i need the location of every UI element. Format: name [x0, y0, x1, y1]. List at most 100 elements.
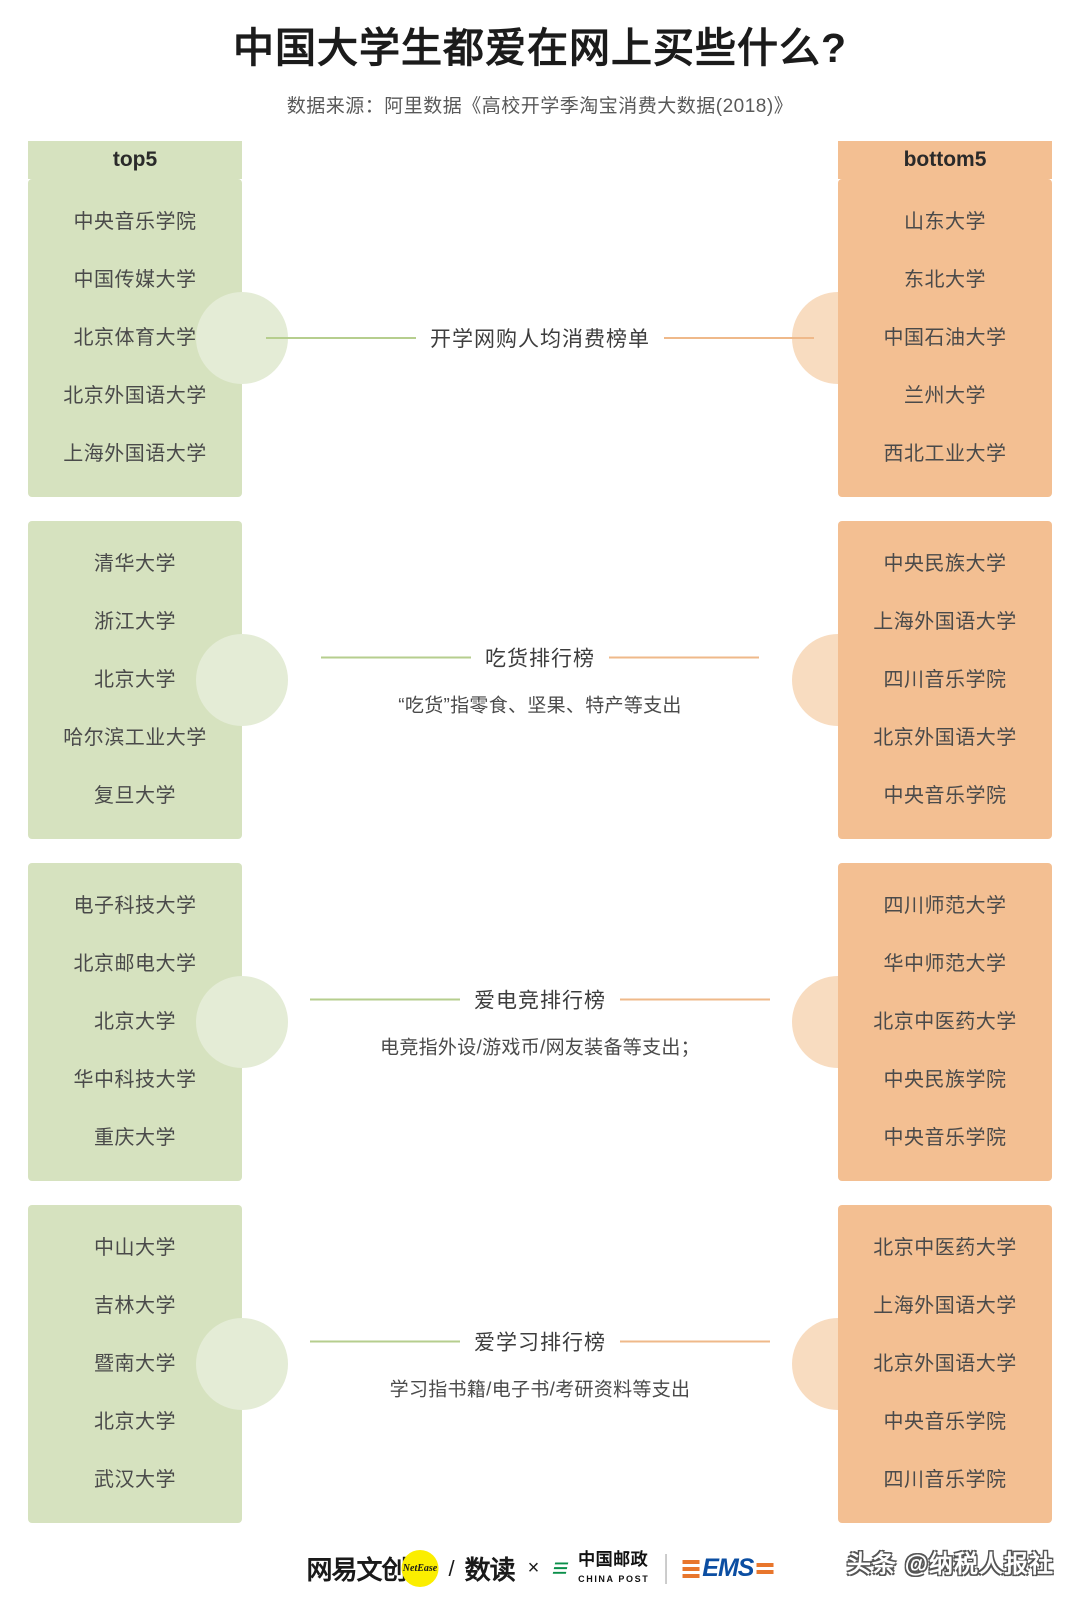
category-block: 吃货排行榜 “吃货”指零食、坚果、特产等支出 [242, 643, 838, 718]
shudu-logo-label: 数读 [464, 1555, 516, 1585]
left-connector-circle [196, 976, 288, 1069]
bottom5-panel: 北京中医药大学上海外国语大学北京外国语大学中央音乐学院四川音乐学院 [838, 1205, 1052, 1524]
category-note: “吃货”指零食、坚果、特产等支出 [398, 695, 682, 717]
category-title: 开学网购人均消费榜单 [430, 328, 650, 352]
school-name: 浙江大学 [94, 611, 176, 634]
school-name: 中山大学 [94, 1237, 176, 1260]
watermark: 头条 @纳税人报社 [846, 1551, 1054, 1578]
school-name: 四川音乐学院 [883, 669, 1007, 692]
school-name: 中国石油大学 [883, 327, 1007, 350]
school-name: 北京外国语大学 [873, 727, 1017, 750]
right-connector-line [609, 656, 759, 659]
school-name: 山东大学 [904, 211, 986, 234]
left-connector-line [310, 1340, 460, 1343]
school-name: 北京外国语大学 [63, 385, 207, 408]
school-name: 北京大学 [94, 669, 176, 692]
ems-logo: EMS [682, 1554, 774, 1583]
china-post-english-label: CHINA POST [578, 1573, 650, 1584]
school-name: 北京中医药大学 [873, 1237, 1017, 1260]
ranking-row: 清华大学浙江大学北京大学哈尔滨工业大学复旦大学 吃货排行榜 “吃货”指零食、坚果… [0, 521, 1080, 840]
ems-label: EMS [702, 1554, 754, 1582]
school-name: 北京大学 [94, 1411, 176, 1434]
school-name: 上海外国语大学 [873, 1295, 1017, 1318]
netease-yellow-dot-icon: NetEase [401, 1550, 439, 1587]
category-title: 爱电竞排行榜 [474, 989, 606, 1013]
school-name: 华中科技大学 [73, 1069, 197, 1092]
school-name: 华中师范大学 [883, 953, 1007, 976]
school-name: 中央音乐学院 [883, 1411, 1007, 1434]
right-connector-line [620, 998, 770, 1001]
school-name: 兰州大学 [904, 385, 986, 408]
school-name: 东北大学 [904, 269, 986, 292]
netease-english-label: NetEase [402, 1563, 438, 1574]
school-name: 清华大学 [94, 553, 176, 576]
data-source-line: 数据来源：阿里数据《高校开学季淘宝消费大数据(2018)》 [286, 96, 794, 118]
left-connector-circle [196, 634, 288, 727]
category-note: 电竞指外设/游戏币/网友装备等支出； [380, 1037, 700, 1059]
column-headers: top5 bottom5 [0, 141, 1080, 180]
left-connector-line [321, 656, 471, 659]
ems-chevron-icon [682, 1559, 700, 1578]
column-header-top5: top5 [28, 141, 242, 180]
school-name: 武汉大学 [94, 1469, 176, 1492]
page-header: 中国大学生都爱在网上买些什么? 数据来源：阿里数据《高校开学季淘宝消费大数据(2… [0, 0, 1080, 118]
page-footer: 网易文创 NetEase / 数读 × ≡ 中国邮政 CHINA POST EM… [0, 1537, 1080, 1593]
column-header-bottom5: bottom5 [838, 141, 1052, 180]
category-title: 吃货排行榜 [485, 647, 595, 671]
netease-chinese-label: 网易文创 [306, 1555, 408, 1585]
china-post-chinese-label: 中国邮政 [578, 1549, 649, 1569]
bottom5-panel: 山东大学东北大学中国石油大学兰州大学西北工业大学 [838, 179, 1052, 498]
school-name: 哈尔滨工业大学 [63, 727, 207, 750]
category-block: 开学网购人均消费榜单 [242, 323, 838, 353]
china-post-logo: 中国邮政 CHINA POST [578, 1549, 650, 1587]
right-connector-line [664, 337, 814, 340]
school-name: 中央音乐学院 [883, 785, 1007, 808]
left-connector-circle [196, 1318, 288, 1411]
school-name: 北京大学 [94, 1011, 176, 1034]
bottom5-panel: 中央民族大学上海外国语大学四川音乐学院北京外国语大学中央音乐学院 [838, 521, 1052, 840]
times-separator: × [527, 1557, 540, 1579]
left-connector-line [310, 998, 460, 1001]
footer-divider [665, 1553, 667, 1584]
ems-orange-bars-icon [756, 1563, 774, 1574]
category-title-row: 爱电竞排行榜 [242, 985, 838, 1015]
footer-logos: 网易文创 NetEase / 数读 × ≡ 中国邮政 CHINA POST EM… [307, 1550, 774, 1587]
school-name: 重庆大学 [94, 1127, 176, 1150]
category-note: 学习指书籍/电子书/考研资料等支出 [389, 1379, 691, 1401]
page-title: 中国大学生都爱在网上买些什么? [232, 25, 848, 71]
school-name: 中央民族学院 [883, 1069, 1007, 1092]
school-name: 西北工业大学 [883, 443, 1007, 466]
school-name: 复旦大学 [94, 785, 176, 808]
ranking-row: 电子科技大学北京邮电大学北京大学华中科技大学重庆大学 爱电竞排行榜 电竞指外设/… [0, 863, 1080, 1182]
school-name: 中央民族大学 [883, 553, 1007, 576]
school-name: 中国传媒大学 [73, 269, 197, 292]
school-name: 四川音乐学院 [883, 1469, 1007, 1492]
bottom5-panel: 四川师范大学华中师范大学北京中医药大学中央民族学院中央音乐学院 [838, 863, 1052, 1182]
school-name: 北京外国语大学 [873, 1353, 1017, 1376]
ranking-row: 中山大学吉林大学暨南大学北京大学武汉大学 爱学习排行榜 学习指书籍/电子书/考研… [0, 1205, 1080, 1524]
ranking-rows: 中央音乐学院中国传媒大学北京体育大学北京外国语大学上海外国语大学 开学网购人均消… [0, 179, 1080, 1524]
school-name: 上海外国语大学 [63, 443, 207, 466]
category-title-row: 爱学习排行榜 [242, 1327, 838, 1357]
china-post-emblem-icon: ≡ [549, 1553, 572, 1583]
category-title-row: 吃货排行榜 [242, 643, 838, 673]
school-name: 北京中医药大学 [873, 1011, 1017, 1034]
school-name: 北京体育大学 [73, 327, 197, 350]
school-name: 四川师范大学 [883, 895, 1007, 918]
ranking-row: 中央音乐学院中国传媒大学北京体育大学北京外国语大学上海外国语大学 开学网购人均消… [0, 179, 1080, 498]
school-name: 北京邮电大学 [73, 953, 197, 976]
right-connector-line [620, 1340, 770, 1343]
school-name: 上海外国语大学 [873, 611, 1017, 634]
school-name: 中央音乐学院 [883, 1127, 1007, 1150]
category-block: 爱电竞排行榜 电竞指外设/游戏币/网友装备等支出； [242, 985, 838, 1060]
top5-panel: 清华大学浙江大学北京大学哈尔滨工业大学复旦大学 [28, 521, 242, 840]
school-name: 中央音乐学院 [73, 211, 197, 234]
category-block: 爱学习排行榜 学习指书籍/电子书/考研资料等支出 [242, 1327, 838, 1402]
school-name: 电子科技大学 [73, 895, 197, 918]
netease-logo: 网易文创 NetEase [307, 1550, 439, 1587]
school-name: 吉林大学 [94, 1295, 176, 1318]
left-connector-line [266, 337, 416, 340]
category-title: 爱学习排行榜 [474, 1331, 606, 1355]
school-name: 暨南大学 [94, 1353, 176, 1376]
slash-separator: / [448, 1555, 455, 1581]
